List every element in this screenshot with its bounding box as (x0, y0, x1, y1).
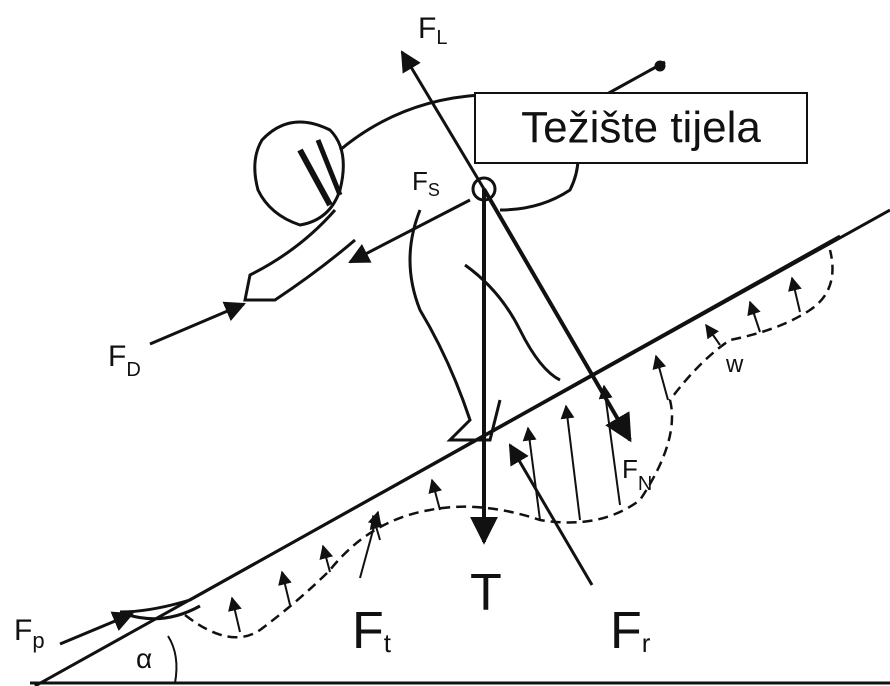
slope-angle-arc (167, 635, 178, 684)
pressure-arrows (228, 276, 802, 633)
weight-label: T (470, 564, 502, 622)
normal-force-arrow (482, 187, 632, 443)
slope-angle-label: α (136, 643, 152, 674)
lift-force-arrow (400, 50, 486, 190)
center-of-gravity-callout: Težište tijela (474, 92, 808, 164)
pressure-label: w (725, 351, 744, 378)
drag-force-arrow (149, 301, 246, 346)
push-force-arrow (59, 611, 134, 646)
drag-force-label: FD (108, 340, 141, 381)
ski-slope (34, 208, 890, 686)
resistance-force-arrow (508, 443, 594, 586)
side-force-arrow (348, 198, 471, 264)
normal-force-label: FN (622, 454, 652, 495)
tangential-force-label: Ft (352, 602, 392, 660)
side-force-label: FS (412, 166, 440, 200)
resistance-force-label: Fr (610, 602, 651, 660)
lift-force-label: FL (418, 12, 447, 49)
push-force-label: Fp (14, 614, 45, 653)
center-of-gravity-callout-text: Težište tijela (521, 103, 761, 152)
pressure-distribution-curve (184, 249, 834, 639)
tangential-force-arrow (359, 510, 382, 579)
